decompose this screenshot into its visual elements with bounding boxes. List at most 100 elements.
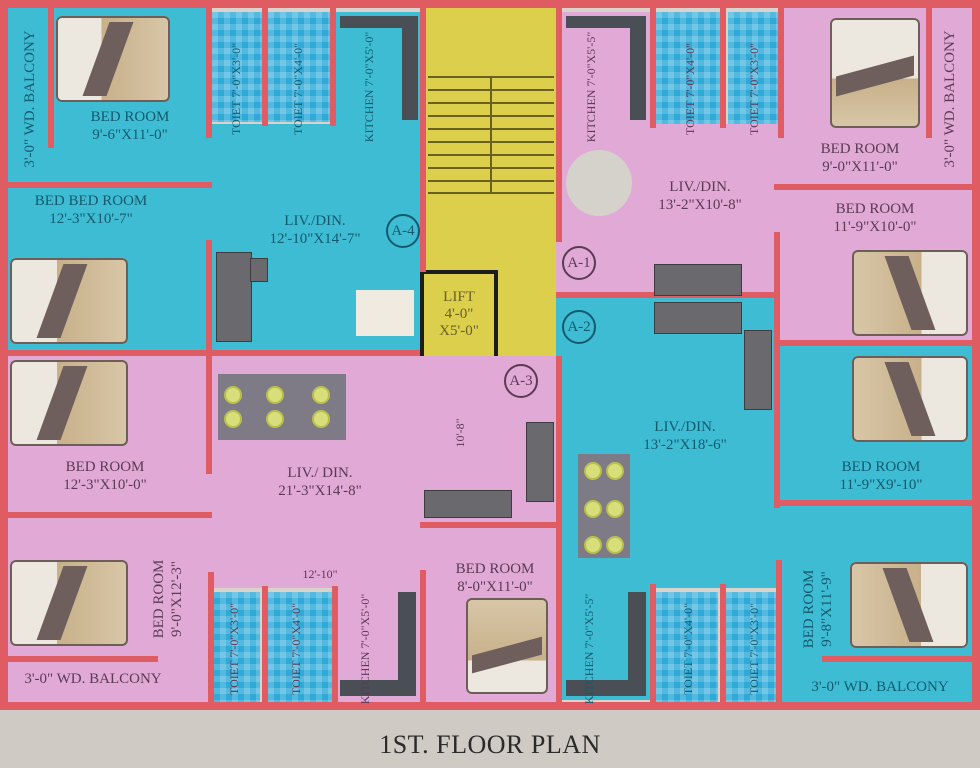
a3-corridor xyxy=(208,576,428,588)
plate-icon xyxy=(584,462,602,480)
a1-toilet-2-label: TOIET 7'-0"X3'-0" xyxy=(747,43,761,135)
a4-balcony xyxy=(8,8,48,188)
a3-living-side-dim: 10'-8" xyxy=(453,418,467,448)
a3-bedroom-1-dim: 12'-3"X10'-0" xyxy=(63,477,147,493)
plate-icon xyxy=(606,500,624,518)
a3-toilet-2 xyxy=(268,592,332,702)
wall xyxy=(48,8,54,148)
bed-icon xyxy=(466,598,548,694)
plate-icon xyxy=(606,462,624,480)
wall xyxy=(720,584,726,704)
a3-bedroom-3-dim: 8'-0"X11'-0" xyxy=(457,579,533,595)
a2-balcony-label: 3'-0" WD. BALCONY xyxy=(811,679,949,695)
a3-toilet-2-label: TOIET 7'-0"X4'-0" xyxy=(289,603,303,695)
sofa-icon xyxy=(744,330,772,410)
a2-kitchen-counter xyxy=(566,680,646,696)
wall xyxy=(206,8,212,138)
wall xyxy=(0,512,212,518)
bed-icon xyxy=(10,360,128,446)
a4-bedroom-2-dim: 12'-3"X10'-7" xyxy=(49,211,133,227)
sofa-icon xyxy=(526,422,554,502)
a1-bedroom-2-dim: 11'-9"X10'-0" xyxy=(833,219,917,235)
a4-toilet-2 xyxy=(268,12,330,122)
bed-icon xyxy=(56,16,170,102)
bed-icon xyxy=(10,258,128,344)
a1-living-name: LIV./DIN. xyxy=(669,179,731,195)
a3-balcony-label: 3'-0" WD. BALCONY xyxy=(24,671,162,687)
plate-icon xyxy=(312,410,330,428)
a3-kitchen-counter xyxy=(340,680,416,696)
a2-bedroom-1-dim: 11'-9"X9'-10" xyxy=(839,477,923,493)
wall xyxy=(330,8,336,126)
plate-icon xyxy=(584,500,602,518)
wall xyxy=(262,586,268,704)
plate-icon xyxy=(224,386,242,404)
sofa-icon xyxy=(216,252,252,342)
a3-kitchen-label: KITCHEN 7'-0"X5'-0" xyxy=(358,593,372,705)
a3-bedroom-2-label: BED ROOM xyxy=(151,559,167,639)
unit-tag-a2: A-2 xyxy=(562,310,596,344)
a4-toilet-1 xyxy=(212,12,262,122)
a3-living-name: LIV./ DIN. xyxy=(287,465,353,481)
wall xyxy=(0,182,212,188)
a1-balcony xyxy=(930,8,972,186)
a2-living-dim: 13'-2"X18'-6" xyxy=(643,437,727,453)
wall xyxy=(332,586,338,704)
a2-bedroom-2-dim: 9'-8"X11'-9" xyxy=(819,571,835,647)
bed-icon xyxy=(850,562,968,648)
a4-toilet-1-label: TOIET 7'-0"X3'-0" xyxy=(229,43,243,135)
a3-corridor-dim: 12'-10" xyxy=(302,567,338,581)
wall xyxy=(420,570,426,704)
a4-bedroom-1-dim: 9'-6"X11'-0" xyxy=(92,127,168,143)
a4-bedroom-1-name: BED ROOM xyxy=(90,109,170,125)
dining-table-icon xyxy=(356,290,414,336)
plate-icon xyxy=(224,410,242,428)
a4-kitchen-label: KITCHEN 7'-0"X5'-0" xyxy=(362,31,376,143)
plate-icon xyxy=(266,386,284,404)
wall xyxy=(776,560,782,704)
a3-kitchen-counter xyxy=(398,592,416,696)
plate-icon xyxy=(606,536,624,554)
a4-living-name: LIV./DIN. xyxy=(284,213,346,229)
outer-wall-right xyxy=(972,0,980,710)
round-table-icon xyxy=(566,150,632,216)
a3-toilet-1-label: TOIET 7'-0"X3'-0" xyxy=(227,603,241,695)
a2-toilet-2-label: TOIET 7'-0"X3'-0" xyxy=(747,603,761,695)
unit-tag-a3: A-3 xyxy=(504,364,538,398)
wall xyxy=(556,356,562,704)
a2-bedroom-1-name: BED ROOM xyxy=(841,459,921,475)
a4-bedroom-2-name: BED BED ROOM xyxy=(34,193,148,209)
a1-kitchen-counter xyxy=(630,16,646,120)
a2-toilet-2 xyxy=(726,592,778,702)
a3-living-dim: 21'-3"X14'-8" xyxy=(278,483,362,499)
wall xyxy=(650,8,656,128)
a1-bedroom-2-name: BED ROOM xyxy=(835,201,915,217)
sofa-icon xyxy=(424,490,512,518)
plate-icon xyxy=(266,410,284,428)
a4-toilet-2-label: TOIET 7'-0"X4'-0" xyxy=(291,43,305,135)
wall xyxy=(822,656,972,662)
plate-icon xyxy=(584,536,602,554)
a4-balcony-label: 3'-0" WD. BALCONY xyxy=(22,30,38,168)
stair-handrail xyxy=(490,76,492,193)
a1-toilet-1 xyxy=(656,12,720,128)
lift-dim-1: 4'-0" xyxy=(444,306,474,322)
sofa-icon xyxy=(250,258,268,282)
wall xyxy=(650,584,656,704)
wall xyxy=(774,232,780,508)
stair-tread xyxy=(428,192,554,194)
wall xyxy=(420,6,426,272)
wall xyxy=(206,356,212,474)
unit-tag-a4: A-4 xyxy=(386,214,420,248)
wall xyxy=(556,6,562,242)
bed-icon xyxy=(10,560,128,646)
a3-toilet-1 xyxy=(208,592,260,702)
a1-kitchen-counter xyxy=(566,16,646,28)
a3-balcony xyxy=(8,662,208,702)
plate-icon xyxy=(312,386,330,404)
a1-toilet-1-label: TOIET 7'-0"X4'-0" xyxy=(683,43,697,135)
a4-kitchen-counter xyxy=(402,16,418,120)
wall xyxy=(262,8,268,126)
unit-tag-a1: A-1 xyxy=(562,246,596,280)
bed-icon xyxy=(830,18,920,128)
